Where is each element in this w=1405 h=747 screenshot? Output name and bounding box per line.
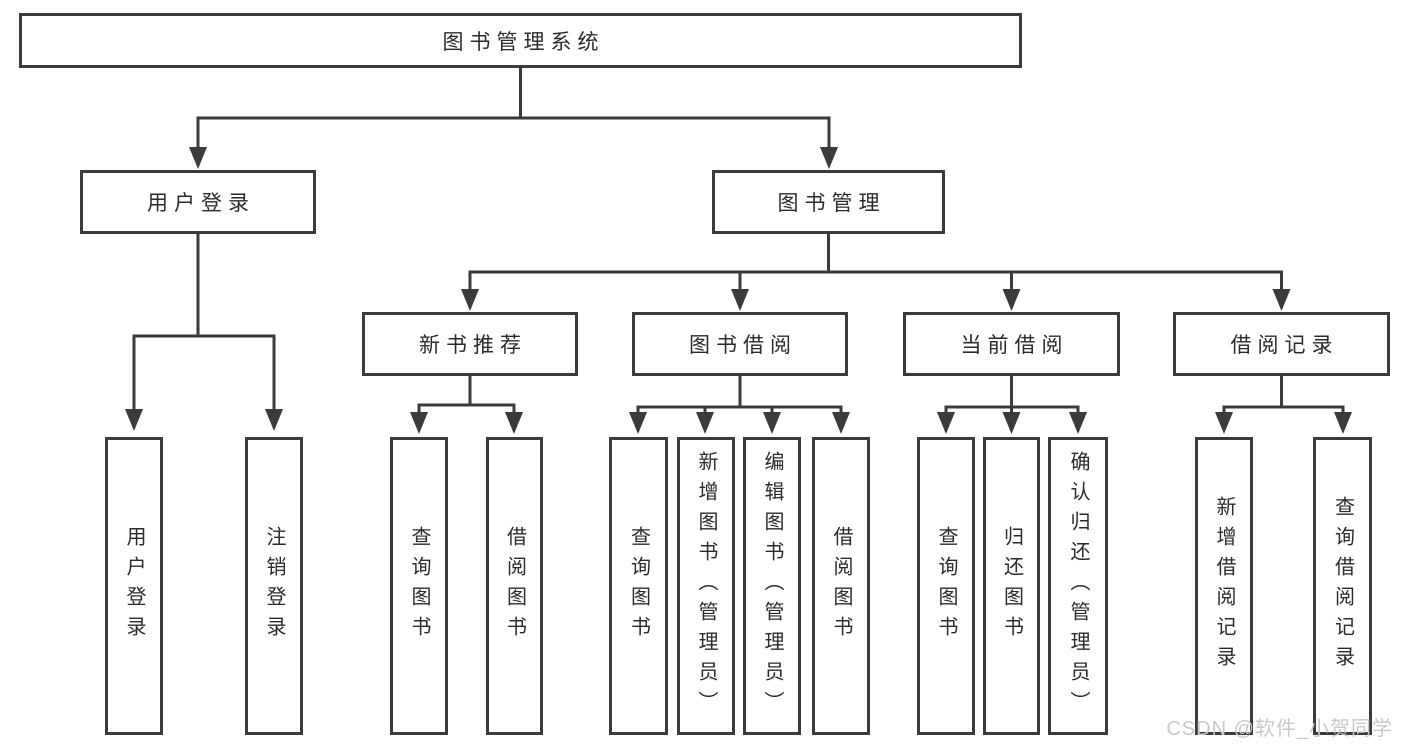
leaf-query-book-newrec-label: 查询图书 <box>408 526 430 646</box>
leaf-add-book-admin: 新增图书（管理员） <box>677 437 735 735</box>
leaf-edit-book-admin: 编辑图书（管理员） <box>743 437 801 735</box>
leaf-borrow-book-newrec-label: 借阅图书 <box>503 526 526 646</box>
leaf-logout-login-label: 注销登录 <box>263 526 285 646</box>
node-borrow-record: 借阅记录 <box>1173 312 1390 376</box>
leaf-add-borrow-record-label: 新增借阅记录 <box>1213 496 1235 676</box>
leaf-logout-login: 注销登录 <box>245 437 303 735</box>
leaf-user-login: 用户登录 <box>105 437 163 735</box>
node-user-login-label: 用户登录 <box>147 192 255 215</box>
node-user-login: 用户登录 <box>80 170 316 234</box>
leaf-borrow-book-label: 借阅图书 <box>830 526 852 646</box>
leaf-confirm-return-admin: 确认归还（管理员） <box>1048 437 1108 735</box>
watermark: CSDN @软件_小贺同学 <box>1166 718 1393 740</box>
node-current-borrow-label: 当前借阅 <box>960 334 1069 357</box>
leaf-borrow-book-newrec: 借阅图书 <box>486 437 543 735</box>
leaf-borrow-book: 借阅图书 <box>812 437 870 735</box>
node-borrow-record-label: 借阅记录 <box>1230 334 1339 357</box>
leaf-query-book-newrec: 查询图书 <box>390 437 448 735</box>
node-book-management-label: 图书管理 <box>777 192 886 215</box>
node-new-book-recommend-label: 新书推荐 <box>419 334 527 357</box>
node-book-borrow-label: 图书借阅 <box>689 334 797 357</box>
leaf-add-book-admin-label: 新增图书（管理员） <box>695 451 717 721</box>
leaf-query-book-current: 查询图书 <box>917 437 975 735</box>
leaf-query-borrow-record: 查询借阅记录 <box>1313 437 1372 735</box>
node-book-borrow: 图书借阅 <box>632 312 848 376</box>
leaf-return-book-label: 归还图书 <box>1000 526 1023 646</box>
leaf-query-borrow-record-label: 查询借阅记录 <box>1331 496 1354 676</box>
leaf-confirm-return-admin-label: 确认归还（管理员） <box>1067 451 1089 721</box>
node-root: 图书管理系统 <box>19 13 1022 68</box>
leaf-add-borrow-record: 新增借阅记录 <box>1195 437 1253 735</box>
leaf-edit-book-admin-label: 编辑图书（管理员） <box>761 451 783 721</box>
node-new-book-recommend: 新书推荐 <box>362 312 578 376</box>
node-root-label: 图书管理系统 <box>442 30 605 54</box>
node-book-management: 图书管理 <box>712 170 945 234</box>
node-current-borrow: 当前借阅 <box>903 312 1120 376</box>
leaf-query-book-borrow-label: 查询图书 <box>627 526 650 646</box>
leaf-query-book-current-label: 查询图书 <box>935 526 957 646</box>
leaf-user-login-label: 用户登录 <box>123 526 145 646</box>
leaf-query-book-borrow: 查询图书 <box>609 437 668 735</box>
leaf-return-book: 归还图书 <box>983 437 1040 735</box>
